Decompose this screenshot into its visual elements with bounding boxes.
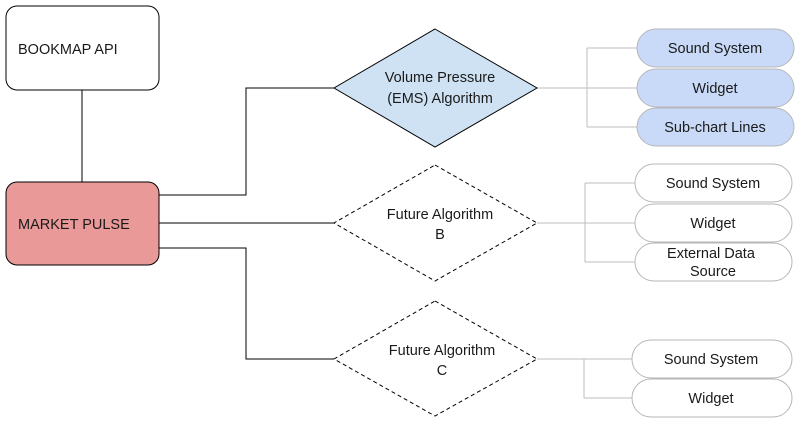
algorithm-a-output-connectors <box>537 47 637 128</box>
algorithm-a-diamond <box>333 28 538 148</box>
market-pulse-box <box>5 181 160 266</box>
output-pill <box>634 163 793 203</box>
algorithm-b-label-line-1: Future Algorithm <box>387 207 493 223</box>
pulse-to-algorithm-a-connector <box>159 87 334 196</box>
output-label: Sound System <box>668 41 762 57</box>
output-pill <box>631 339 793 379</box>
algorithm-c-label-line-2: C <box>437 363 447 379</box>
algorithm-a-label-line-2: (EMS) Algorithm <box>387 91 493 107</box>
market-pulse-label: MARKET PULSE <box>18 217 130 233</box>
bookmap-api-node: BOOKMAP API <box>5 5 160 91</box>
output-label: External Data Source <box>667 246 759 280</box>
output-pill <box>634 242 793 282</box>
algorithm-c-label-line-1: Future Algorithm <box>389 343 495 359</box>
output-label: Widget <box>692 81 737 97</box>
algorithm-b-diamond <box>332 164 539 282</box>
algorithm-b-outputs: Sound System Widget External Data Source <box>634 163 793 282</box>
connectors <box>81 47 637 399</box>
pulse-to-algorithm-c-connector <box>159 247 334 360</box>
bookmap-api-box <box>5 5 160 91</box>
output-pill <box>631 378 793 418</box>
market-pulse-node: MARKET PULSE <box>5 181 160 266</box>
algorithm-c-output-connectors <box>537 358 632 399</box>
output-label: Sub-chart Lines <box>664 120 766 136</box>
output-pill <box>634 203 793 243</box>
output-label: Widget <box>688 391 733 407</box>
output-label: Sound System <box>666 176 760 192</box>
algorithm-volume-pressure: Volume Pressure (EMS) Algorithm <box>333 28 538 148</box>
output-label-line: External Data <box>667 246 756 262</box>
output-label-line: Source <box>690 264 736 280</box>
algorithm-b-output-connectors <box>537 182 635 263</box>
bookmap-api-label: BOOKMAP API <box>18 42 118 58</box>
algorithm-future-b: Future Algorithm B <box>332 164 539 282</box>
output-pill <box>636 107 795 147</box>
output-label: Widget <box>690 216 735 232</box>
output-pill <box>636 28 795 68</box>
algorithm-a-outputs: Sound System Widget Sub-chart Lines <box>636 28 795 147</box>
output-pill <box>636 68 795 108</box>
algorithm-future-c: Future Algorithm C <box>332 300 539 417</box>
algorithm-c-diamond <box>332 300 539 417</box>
algorithm-a-label-line-1: Volume Pressure <box>385 70 495 86</box>
algorithm-c-outputs: Sound System Widget <box>631 339 793 418</box>
algorithm-b-label-line-2: B <box>435 227 445 243</box>
output-label: Sound System <box>664 352 758 368</box>
